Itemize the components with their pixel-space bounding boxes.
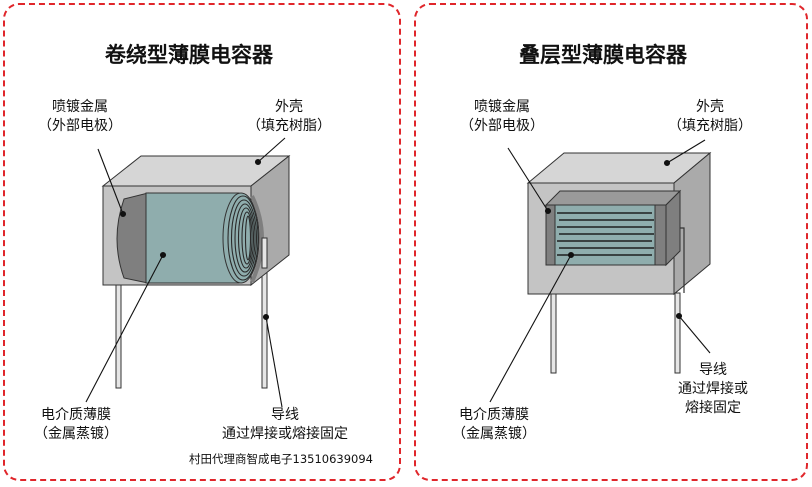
wound-case-label-line2: （填充树脂） bbox=[247, 118, 331, 134]
stacked-element-front bbox=[545, 204, 667, 266]
stacked-type-title: 叠层型薄膜电容器 bbox=[519, 43, 687, 67]
stacked-sprayed-metal-left bbox=[545, 204, 556, 266]
wound-dielectric-label-line2: （金属蒸镀） bbox=[34, 426, 118, 442]
stacked-electrode-pointer bbox=[507, 147, 549, 212]
wound-case-pointer bbox=[257, 137, 286, 163]
stacked-case-label-line1: 外壳 bbox=[696, 99, 724, 115]
stacked-lead-label-line3: 熔接固定 bbox=[685, 400, 741, 416]
wound-case-label: 外壳 （填充树脂） bbox=[247, 98, 331, 136]
wound-film-spiral bbox=[227, 195, 259, 281]
wound-lead-left bbox=[115, 279, 122, 389]
wound-electrode-label-line1: 喷镀金属 bbox=[52, 99, 108, 115]
wound-dielectric-label-line1: 电介质薄膜 bbox=[41, 407, 111, 423]
wound-sprayed-metal-left bbox=[116, 192, 149, 284]
stacked-film-layers bbox=[557, 212, 654, 256]
stacked-lead-right bbox=[674, 292, 681, 374]
stacked-electrode-label-line2: （外部电极） bbox=[460, 118, 544, 134]
wound-lead-pointer bbox=[265, 316, 283, 408]
stacked-case-label-line2: （填充树脂） bbox=[668, 118, 752, 134]
wound-electrode-label-line2: （外部电极） bbox=[38, 118, 122, 134]
wound-lead-inner bbox=[261, 237, 268, 269]
stacked-lead-left bbox=[550, 292, 557, 374]
stacked-dielectric-pointer bbox=[489, 254, 572, 403]
wound-case-label-line1: 外壳 bbox=[275, 99, 303, 115]
wound-electrode-pointer bbox=[97, 148, 124, 215]
wound-type-title: 卷绕型薄膜电容器 bbox=[105, 43, 273, 67]
stacked-case-label: 外壳 （填充树脂） bbox=[668, 98, 752, 136]
distributor-credit: 村田代理商智成电子13510639094 bbox=[189, 452, 373, 466]
wound-type-panel bbox=[3, 3, 401, 481]
stacked-dielectric-label: 电介质薄膜 （金属蒸镀） bbox=[452, 406, 536, 444]
wound-electrode-label: 喷镀金属 （外部电极） bbox=[38, 98, 122, 136]
stacked-lead-bend bbox=[680, 227, 685, 293]
wound-capacitor-drawing bbox=[101, 154, 291, 389]
stacked-lead-label: 导线 通过焊接或 熔接固定 bbox=[678, 361, 748, 418]
stacked-sprayed-metal-right bbox=[654, 204, 667, 266]
wound-lead-label: 导线 通过焊接或熔接固定 bbox=[222, 406, 348, 444]
stacked-pointers bbox=[489, 139, 711, 403]
wound-dielectric-label: 电介质薄膜 （金属蒸镀） bbox=[34, 406, 118, 444]
stacked-lead-label-line2: 通过焊接或 bbox=[678, 381, 748, 397]
stacked-element-top bbox=[544, 190, 682, 206]
stacked-capacitor-drawing bbox=[526, 151, 712, 374]
stacked-dielectric-label-line1: 电介质薄膜 bbox=[459, 407, 529, 423]
stacked-lead-label-line1: 导线 bbox=[699, 362, 727, 378]
stacked-electrode-label-line1: 喷镀金属 bbox=[474, 99, 530, 115]
wound-lead-label-line1: 导线 bbox=[271, 407, 299, 423]
stacked-case-pointer bbox=[666, 139, 706, 164]
stacked-dielectric-label-line2: （金属蒸镀） bbox=[452, 426, 536, 442]
wound-pointers bbox=[85, 137, 286, 408]
stacked-type-panel bbox=[414, 3, 808, 481]
stacked-lead-pointer bbox=[678, 315, 711, 354]
wound-lead-label-line2: 通过焊接或熔接固定 bbox=[222, 426, 348, 442]
stacked-electrode-label: 喷镀金属 （外部电极） bbox=[460, 98, 544, 136]
wound-dielectric-pointer bbox=[85, 254, 164, 403]
